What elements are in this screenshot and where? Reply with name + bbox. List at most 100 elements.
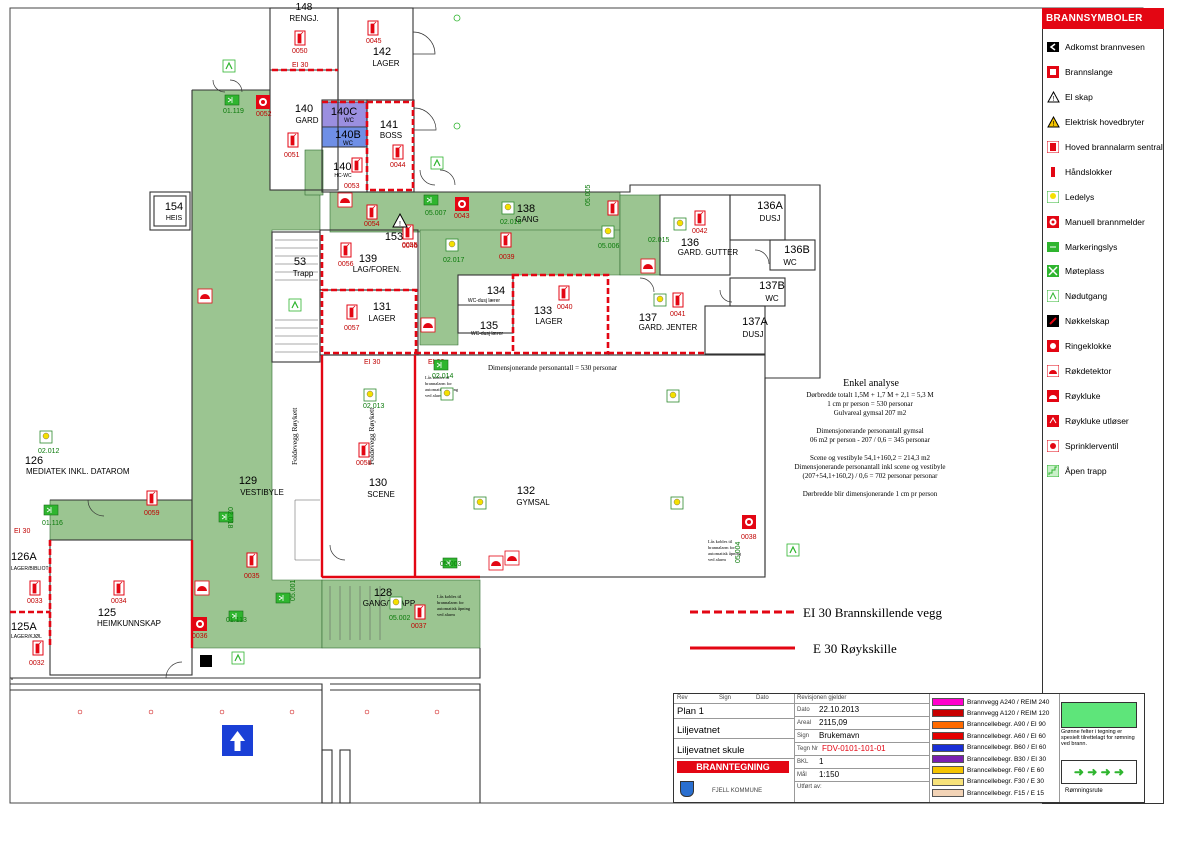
room-133-number: 133 (534, 305, 552, 317)
svg-text:0050: 0050 (292, 48, 308, 55)
svg-text:ved alarm: ved alarm (708, 557, 726, 562)
svg-text:0039: 0039 (499, 254, 515, 261)
svg-text:0038: 0038 (741, 534, 757, 541)
smoke-detector-icon (640, 258, 656, 274)
material-label: Brannvegg A120 / REIM 120 (967, 709, 1050, 717)
dato-header: Dato (756, 695, 769, 701)
extinguisher-icon (558, 285, 570, 301)
svg-text:0033: 0033 (27, 598, 43, 605)
smoke-detector-icon (197, 288, 213, 304)
room-129-number: 129 (239, 475, 257, 487)
svg-text:02.015: 02.015 (648, 237, 670, 244)
emergency-exit-icon (275, 592, 291, 604)
svg-text:0042: 0042 (692, 228, 708, 235)
legend-item-label: Manuell brannmelder (1065, 216, 1145, 227)
svg-text:!: ! (1052, 121, 1054, 128)
svg-text:0052: 0052 (256, 111, 272, 118)
room-129-name: VESTIBYLE (240, 488, 284, 497)
ei30-note-d: EI 30 (14, 528, 30, 535)
areal-label: Areal (797, 720, 812, 726)
svg-text:brannalarm for: brannalarm for (437, 600, 464, 605)
guide-light-icon (673, 217, 687, 231)
room-125a-name: LAGER/KJØL (11, 634, 42, 640)
escape-route-label: Rømningsrute (1065, 788, 1103, 794)
svg-text:0043: 0043 (454, 213, 470, 220)
smoke-detector-icon (1046, 364, 1060, 378)
legend-item: Hoved brannalarm sentral (1043, 135, 1163, 160)
emergency-exit-icon (231, 651, 245, 665)
smoke-hatch-release-icon (1046, 414, 1060, 428)
mal-label: Mål (797, 772, 807, 778)
material-row: Brannvegg A120 / REIM 120 (932, 709, 1050, 718)
marker-light-icon (1046, 240, 1060, 254)
guide-light-icon (39, 430, 53, 444)
dato-label: Dato (797, 707, 810, 713)
bkl-value: 1 (819, 757, 824, 766)
extinguisher-icon (32, 640, 44, 656)
room-labels: 148 RENGJ. 142 LAGER 140 GARD 140C WC 14… (11, 2, 810, 640)
escape-areas (49, 89, 661, 649)
foldevegg-right-note: Foldevegg Røykett (367, 407, 376, 465)
svg-text:brannalarm for: brannalarm for (425, 381, 452, 386)
extinguisher-icon (351, 157, 363, 173)
legend-item: Nøkkelskap (1043, 309, 1163, 334)
room-136a-name: DUSJ (760, 214, 781, 223)
guide-light-icon (666, 389, 680, 403)
svg-text:0054: 0054 (364, 221, 380, 228)
room-126a-name: LAGER/BIBLIOT (11, 566, 49, 572)
dato-value: 22.10.2013 (819, 705, 860, 714)
open-stair-icon (1046, 464, 1060, 478)
smoke-detector-icon (337, 192, 353, 208)
room-148-name: RENGJ. (289, 14, 318, 23)
svg-text:!: ! (399, 221, 401, 228)
material-swatch (932, 789, 964, 798)
legend-item-label: Markeringslys (1065, 241, 1118, 252)
legend-item: Markeringslys (1043, 234, 1163, 259)
legend-item-label: Sprinklerventil (1065, 440, 1119, 451)
plan-name: Plan 1 (677, 706, 704, 717)
analysis-block: Enkel analyse Dørbredde totalt 1,5M + 1,… (794, 378, 945, 498)
room-136b-name: WC (783, 258, 797, 267)
svg-text:!: ! (1052, 96, 1054, 103)
building-name: Liljevatnet skule (677, 745, 745, 756)
svg-text:02.014: 02.014 (432, 373, 454, 380)
room-134-name: WC-dusj lærer (468, 298, 501, 304)
svg-text:05.007: 05.007 (425, 210, 447, 217)
room-136a-number: 136A (757, 200, 783, 212)
branntegning-stamp: BRANNTEGNING (677, 761, 789, 773)
svg-text:0037: 0037 (411, 623, 427, 630)
material-swatch (932, 709, 964, 718)
emergency-exit-icon (224, 94, 240, 106)
guide-light-icon (601, 225, 615, 239)
room-126a-number: 126A (11, 551, 37, 563)
svg-text:automatisk åpning: automatisk åpning (437, 606, 471, 611)
extinguisher-icon (340, 242, 352, 258)
svg-text:02.017: 02.017 (443, 257, 465, 264)
svg-text:Lås kobles til: Lås kobles til (425, 375, 450, 380)
material-label: Branncellebegr. A60 / EI 60 (967, 732, 1046, 740)
legend-item: Røkdetektor (1043, 359, 1163, 384)
svg-text:0059: 0059 (144, 510, 160, 517)
legend-item-label: Møteplass (1065, 266, 1105, 277)
svg-text:01.113: 01.113 (226, 617, 247, 624)
wall-key-ei30: EI 30 Brannskillende vegg (803, 605, 942, 620)
scale-value: 1:150 (819, 770, 840, 779)
svg-text:05.001: 05.001 (290, 579, 297, 601)
material-label: Brannvegg A240 / REIM 240 (967, 698, 1050, 706)
legend-item: Røykluke (1043, 383, 1163, 408)
extinguisher-icon (414, 604, 426, 620)
fire-hose-icon (1046, 65, 1060, 79)
extinguisher-icon (113, 580, 125, 596)
manual-call-point-icon (256, 95, 270, 109)
legend-item: Møteplass (1043, 259, 1163, 284)
sign-value: Brukemavn (819, 731, 860, 740)
room-134-number: 134 (487, 285, 505, 297)
room-130-name: SCENE (367, 490, 395, 499)
ei30-note-a: EI 30 (292, 62, 308, 69)
guide-light-icon (653, 293, 667, 307)
emergency-exit-icon (423, 194, 439, 206)
ei30-note-b: EI 30 (364, 359, 380, 366)
svg-text:05.003: 05.003 (440, 561, 462, 568)
material-swatch (932, 777, 964, 786)
